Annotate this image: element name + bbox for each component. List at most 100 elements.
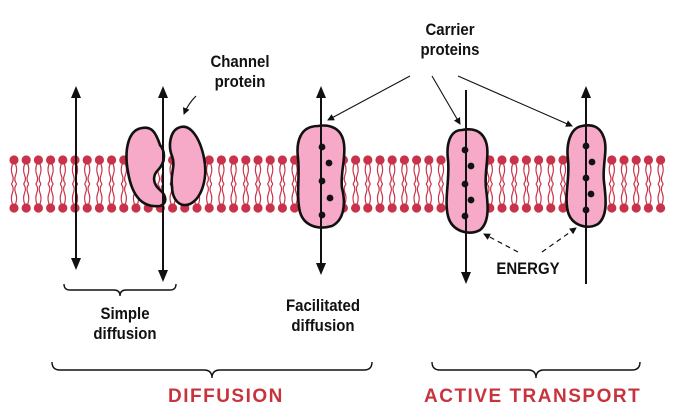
lipid-head-top [375,155,385,165]
lipid-head-top [107,155,117,165]
lipid-tail-top [633,163,640,185]
simple-diffusion-arrow-icon [71,86,81,270]
lipid-head-top [253,155,263,165]
simple-diffusion-label-line2: diffusion [93,324,157,343]
lipid-head-top [424,155,434,165]
lipid-tail-bottom [620,183,628,205]
lipid-head-top [351,155,361,165]
active-transport-arrow-up-icon [581,86,591,284]
carrier-proteins-label: Carrier proteins [402,20,499,60]
lipid-head-top [546,155,556,165]
carrier-binding-dot [326,194,334,202]
lipid-tail-top [218,163,225,185]
lipid-tail-bottom [35,183,42,205]
lipid-head-top [558,155,568,165]
arrow-head-up [316,86,326,98]
lipid-head-bottom [509,203,519,213]
lipid-tail-bottom [401,183,408,205]
lipid-head-bottom [46,203,56,213]
lipid-head-bottom [229,203,239,213]
lipid-tail-bottom [547,183,554,205]
lipid-head-top [241,155,251,165]
active-transport-brace [431,361,641,379]
lipid-head-top [521,155,532,165]
lipid-head-top [46,155,56,165]
lipid-head-bottom [94,203,104,213]
lipid-tail-bottom [59,183,66,205]
simple-diffusion-label: Simple diffusion [81,304,169,344]
carrier-proteins-label-line2: proteins [420,40,480,59]
lipid-tail-bottom [218,183,225,205]
lipid-tail-bottom [254,183,262,205]
arrow-head-up [158,86,168,98]
lipid-head-top [509,155,519,165]
lipid-tail-top [425,163,432,185]
facilitated-arrow-icon [316,86,326,275]
lipid-head-bottom [412,203,422,213]
lipid-tail-bottom [23,183,30,205]
lipid-head-top [229,155,239,165]
lipid-tail-top [254,163,262,185]
channel-protein-icon [125,125,207,208]
lipid-head-bottom [192,203,202,213]
lipid-head-top [656,155,666,165]
lipid-head-bottom [253,203,263,213]
lipid-tail-bottom [633,183,640,205]
lipid-head-bottom [168,203,178,213]
lipid-tail-top [96,163,103,185]
lipid-head-bottom [631,203,641,213]
lipid-tail-top [279,163,286,185]
lipid-head-bottom [131,203,141,213]
lipid-head-top [204,155,214,165]
lipid-tail-top [376,163,384,185]
active-carrier-left [445,128,489,234]
lipid-tail-top [108,163,115,185]
lipid-tail-bottom [389,183,396,205]
lipid-tail-top [486,163,493,185]
lipid-head-bottom [363,203,373,213]
lipid-head-bottom [534,203,544,213]
lipid-head-bottom [82,203,92,213]
lipid-head-top [436,155,446,165]
simple-diffusion-label-line1: Simple [100,304,150,323]
lipid-head-bottom [643,203,654,213]
lipid-head-bottom [33,203,44,213]
channel-protein-left-half [125,126,167,208]
lipid-head-top [82,155,92,165]
lipid-head-bottom [21,203,31,213]
lipid-tail-top [267,163,274,185]
lipid-head-top [33,155,44,165]
lipid-tail-top [242,163,249,185]
arrow-head-down [461,272,471,284]
lipid-head-top [607,155,617,165]
lipid-head-bottom [546,203,556,213]
lipid-tail-top [364,163,371,185]
lipid-head-top [363,155,373,165]
lipid-tail-bottom [267,183,274,205]
channel-arrow-icon [158,86,168,282]
lipid-head-bottom [607,203,617,213]
lipid-head-top [497,155,507,165]
lipid-head-top [9,155,19,165]
arrow-head-up [71,86,81,98]
lipid-head-bottom [204,203,214,213]
lipid-tail-top [401,163,408,185]
lipid-tail-top [59,163,66,185]
lipid-head-bottom [424,203,434,213]
lipid-tail-top [657,163,664,185]
energy-label: ENERGY [496,259,560,278]
carrier-pointer-line [431,75,461,125]
active-transport-section-title: ACTIVE TRANSPORT [424,386,642,407]
channel-protein-label-line1: Channel [210,52,270,71]
carrier-pointer-line [327,75,411,121]
lipid-head-top [534,155,544,165]
lipid-head-bottom [290,203,300,213]
lipid-tail-top [535,163,542,185]
lipid-head-top [412,155,422,165]
lipid-tail-bottom [206,183,213,205]
lipid-head-top [619,155,629,165]
lipid-tail-bottom [47,183,54,205]
lipid-tail-top [608,163,615,185]
lipid-head-top [21,155,31,165]
